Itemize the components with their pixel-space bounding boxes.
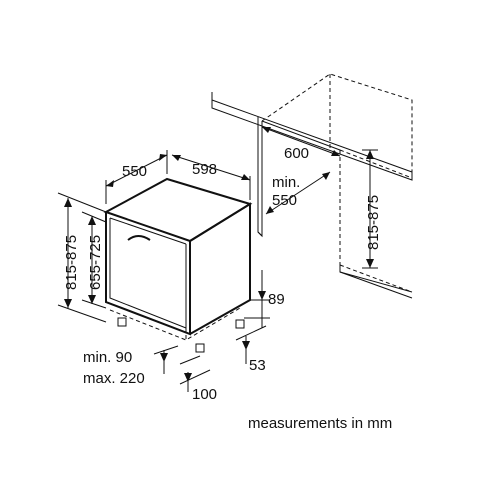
plinth-height-dimension <box>235 270 270 364</box>
niche-depth-value: 550 <box>272 192 297 209</box>
depth-label: 550 <box>122 163 147 180</box>
niche-width-label: 600 <box>284 145 309 162</box>
niche-depth-prefix: min. <box>272 174 300 191</box>
height-inner-label: 655-725 <box>87 235 104 290</box>
dishwasher-body <box>103 177 253 353</box>
niche-outline <box>211 73 413 299</box>
plinth-depth-label: 100 <box>192 386 217 403</box>
plinth-depth-dimension <box>153 345 211 392</box>
plinth-height-label: 89 <box>268 291 285 308</box>
depth-dimension <box>105 150 168 204</box>
plinth-min-label: min. 90 <box>83 349 132 366</box>
niche-height-label: 815-875 <box>365 195 382 250</box>
height-outer-label: 815-875 <box>63 235 80 290</box>
niche-height-dimension <box>362 149 378 269</box>
plinth-max-label: max. 220 <box>83 370 145 387</box>
niche-width-dimension <box>261 126 341 157</box>
niche-depth-dimension <box>265 171 331 215</box>
units-note: measurements in mm <box>248 415 392 432</box>
foot-offset-label: 53 <box>249 357 266 374</box>
width-dimension <box>171 154 251 200</box>
width-label: 598 <box>192 161 217 178</box>
height-dimensions <box>57 192 107 323</box>
